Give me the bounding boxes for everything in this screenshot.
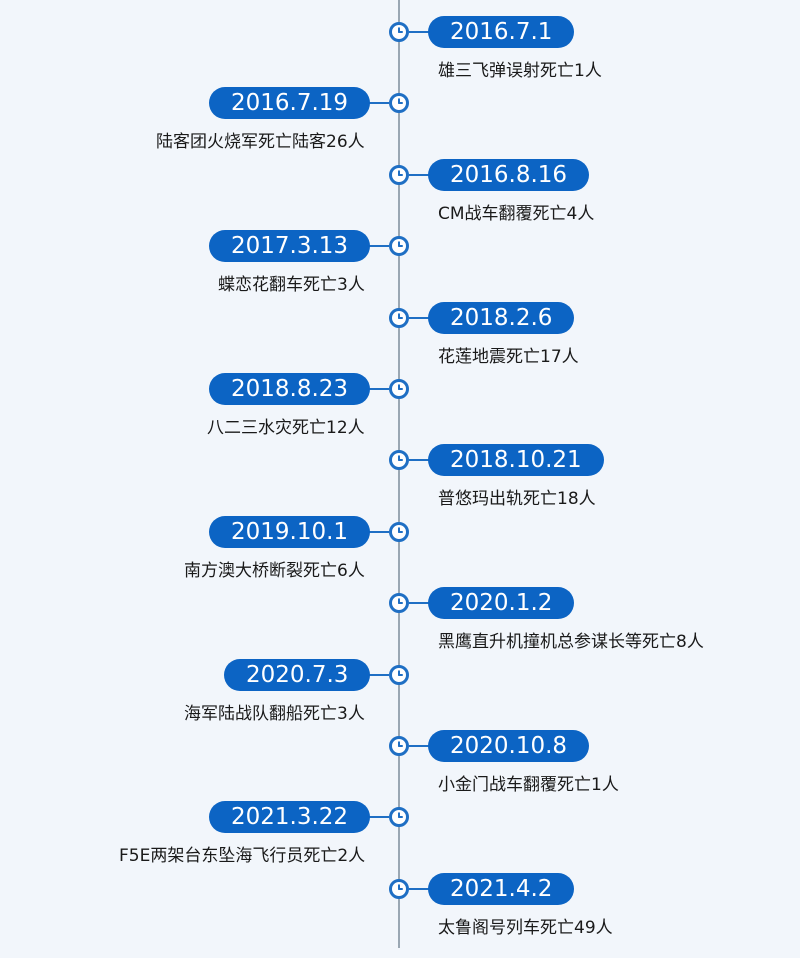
- connector-line: [369, 388, 389, 390]
- clock-icon: [389, 450, 409, 471]
- event-date: 2016.7.1: [428, 16, 575, 48]
- event-date: 2020.1.2: [428, 587, 575, 620]
- event-date: 2016.7.19: [209, 87, 371, 120]
- event-description: F5E两架台东坠海飞行员死亡2人: [119, 846, 366, 867]
- clock-icon: [389, 878, 409, 899]
- clock-icon: [389, 807, 409, 828]
- clock-icon: [389, 307, 409, 328]
- event-date: 2019.10.1: [209, 515, 371, 548]
- event-date: 2018.10.21: [428, 444, 604, 477]
- connector-line: [409, 316, 431, 319]
- connector-line: [369, 816, 389, 819]
- event-date: 2021.3.22: [209, 801, 371, 834]
- event-description: 小金门战车翻覆死亡1人: [438, 775, 619, 795]
- clock-icon: [389, 379, 409, 399]
- connector-line: [409, 887, 431, 890]
- event-description: 陆客团火烧军死亡陆客26人: [156, 132, 365, 153]
- event-description: 海军陆战队翻船死亡3人: [184, 703, 365, 724]
- clock-icon: [389, 521, 409, 542]
- clock-icon: [389, 164, 409, 185]
- connector-line: [409, 745, 431, 747]
- event-date: 2020.10.8: [428, 730, 590, 762]
- clock-icon: [389, 593, 409, 614]
- connector-line: [369, 530, 389, 533]
- event-date: 2021.4.2: [428, 872, 575, 905]
- connector-line: [369, 102, 389, 105]
- event-date: 2018.8.23: [209, 373, 371, 405]
- connector-line: [409, 602, 431, 605]
- event-description: 黑鹰直升机撞机总参谋长等死亡8人: [438, 632, 704, 653]
- clock-icon: [389, 736, 409, 756]
- clock-icon: [389, 22, 409, 42]
- event-description: CM战车翻覆死亡4人: [438, 203, 595, 224]
- event-date: 2018.2.6: [428, 301, 575, 334]
- connector-line: [409, 459, 431, 462]
- event-description: 花莲地震死亡17人: [438, 346, 579, 367]
- event-date: 2016.8.16: [428, 158, 590, 191]
- connector-line: [369, 673, 389, 676]
- event-description: 雄三飞弹误射死亡1人: [438, 61, 602, 81]
- event-description: 八二三水灾死亡12人: [207, 418, 365, 438]
- clock-icon: [389, 93, 409, 114]
- event-date: 2017.3.13: [209, 230, 371, 263]
- connector-line: [369, 245, 389, 248]
- connector-line: [409, 173, 431, 176]
- event-description: 蝶恋花翻车死亡3人: [218, 275, 365, 296]
- event-description: 太鲁阁号列车死亡49人: [438, 917, 613, 938]
- clock-icon: [389, 664, 409, 685]
- event-date: 2020.7.3: [224, 658, 371, 691]
- connector-line: [409, 31, 431, 33]
- timeline-axis: [398, 0, 400, 948]
- event-description: 普悠玛出轨死亡18人: [438, 489, 596, 510]
- event-description: 南方澳大桥断裂死亡6人: [184, 560, 365, 581]
- clock-icon: [389, 236, 409, 257]
